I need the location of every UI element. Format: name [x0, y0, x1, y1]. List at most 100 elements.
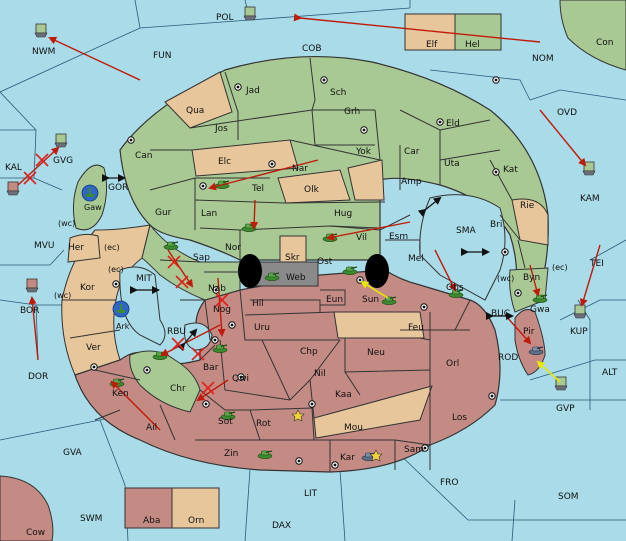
province-olk[interactable]	[277, 169, 351, 204]
svg-text:Chp: Chp	[300, 347, 318, 357]
svg-text:BOR: BOR	[20, 306, 39, 316]
svg-text:DOR: DOR	[28, 372, 48, 382]
svg-text:RBU: RBU	[167, 327, 186, 337]
svg-text:FRO: FRO	[440, 478, 459, 488]
province-cow[interactable]	[0, 475, 54, 541]
svg-text:Lan: Lan	[201, 209, 217, 219]
province-rie[interactable]	[511, 198, 549, 246]
svg-text:Skr: Skr	[285, 253, 300, 263]
svg-text:Elf: Elf	[426, 40, 438, 50]
svg-text:SWM: SWM	[80, 514, 102, 524]
svg-text:COB: COB	[302, 44, 322, 54]
svg-text:Nog: Nog	[213, 305, 231, 315]
svg-text:Byn: Byn	[523, 273, 540, 283]
svg-text:(wc): (wc)	[497, 274, 514, 283]
province-feu[interactable]	[333, 311, 425, 339]
svg-text:Tel: Tel	[251, 184, 264, 194]
province-aba[interactable]	[124, 487, 173, 529]
svg-text:Gwa: Gwa	[530, 305, 550, 315]
svg-text:Ail: Ail	[146, 423, 157, 433]
svg-text:Chr: Chr	[170, 384, 186, 394]
svg-text:Bri: Bri	[490, 220, 502, 230]
svg-text:Ark: Ark	[116, 322, 130, 331]
svg-text:Jad: Jad	[245, 86, 260, 96]
svg-text:NWM: NWM	[32, 47, 55, 57]
province-labels: POL FUN COB NWM NOM Con Elf Hel OVD KAM …	[5, 13, 618, 538]
svg-text:GOR: GOR	[108, 183, 128, 193]
svg-text:GVG: GVG	[53, 156, 73, 166]
svg-text:Qua: Qua	[186, 106, 204, 116]
svg-text:Amp: Amp	[401, 177, 422, 187]
svg-text:Ost: Ost	[317, 257, 333, 267]
svg-text:OVD: OVD	[557, 108, 577, 118]
svg-text:(wc): (wc)	[54, 291, 71, 300]
svg-text:Nar: Nar	[292, 164, 308, 174]
svg-text:ALT: ALT	[602, 368, 618, 378]
province-her-tan[interactable]	[67, 233, 101, 263]
svg-text:Kar: Kar	[340, 453, 355, 463]
province-hel[interactable]	[454, 13, 502, 51]
svg-text:Uta: Uta	[444, 159, 460, 169]
svg-text:Hel: Hel	[465, 40, 480, 50]
svg-text:NOM: NOM	[532, 54, 554, 64]
svg-text:Jos: Jos	[214, 124, 228, 134]
svg-text:Sap: Sap	[193, 253, 210, 263]
svg-text:SMA: SMA	[456, 226, 476, 236]
svg-text:Obs: Obs	[446, 283, 464, 293]
svg-text:Cow: Cow	[26, 528, 45, 538]
svg-text:Kat: Kat	[503, 165, 518, 175]
svg-text:Esm: Esm	[389, 232, 408, 242]
svg-text:GVP: GVP	[556, 404, 575, 414]
province-mou[interactable]	[313, 385, 433, 439]
svg-text:KUP: KUP	[570, 327, 588, 337]
svg-text:Orn: Orn	[188, 516, 204, 526]
svg-text:MVU: MVU	[34, 241, 55, 251]
svg-text:Rot: Rot	[256, 419, 271, 429]
svg-text:TEI: TEI	[589, 259, 604, 269]
province-orn[interactable]	[171, 487, 220, 529]
svg-text:Rie: Rie	[520, 201, 535, 211]
svg-text:Nab: Nab	[208, 284, 226, 294]
svg-text:Neu: Neu	[367, 348, 385, 358]
svg-text:Can: Can	[135, 151, 153, 161]
svg-text:BUC: BUC	[491, 309, 510, 319]
sea-sma[interactable]	[419, 194, 506, 301]
svg-text:Sot: Sot	[218, 417, 233, 427]
svg-text:DAX: DAX	[272, 521, 291, 531]
svg-text:Feu: Feu	[408, 323, 424, 333]
svg-text:GVA: GVA	[63, 448, 83, 458]
svg-text:KAM: KAM	[580, 194, 600, 204]
svg-text:MIT: MIT	[136, 274, 152, 284]
province-qua[interactable]	[164, 71, 233, 129]
svg-text:ROD: ROD	[498, 353, 518, 363]
svg-text:Yok: Yok	[355, 147, 372, 157]
svg-text:LIT: LIT	[304, 489, 318, 499]
svg-text:Web: Web	[286, 273, 306, 283]
svg-text:Ver: Ver	[86, 343, 101, 353]
svg-text:Uru: Uru	[254, 323, 270, 333]
svg-text:POL: POL	[216, 13, 234, 23]
svg-text:(ec): (ec)	[108, 265, 124, 274]
svg-text:Ken: Ken	[112, 389, 129, 399]
svg-text:Olk: Olk	[304, 185, 320, 195]
lake-west	[238, 254, 262, 288]
svg-text:Elc: Elc	[218, 157, 231, 167]
svg-text:Nil: Nil	[314, 369, 326, 379]
svg-text:Los: Los	[452, 413, 467, 423]
svg-text:Qwi: Qwi	[232, 374, 249, 384]
movement-indicators	[102, 174, 514, 352]
province-con[interactable]	[559, 0, 626, 71]
svg-text:Mou: Mou	[344, 423, 363, 433]
svg-text:FUN: FUN	[153, 51, 172, 61]
svg-text:Kaa: Kaa	[335, 390, 352, 400]
svg-text:Grh: Grh	[344, 107, 360, 117]
svg-text:Bar: Bar	[203, 363, 219, 373]
province-yok-tan[interactable]	[347, 159, 385, 201]
svg-text:Her: Her	[68, 243, 84, 253]
lake-east	[365, 254, 389, 288]
svg-text:Kor: Kor	[80, 283, 95, 293]
svg-text:Car: Car	[404, 147, 420, 157]
svg-text:(ec): (ec)	[104, 243, 120, 252]
svg-text:(ec): (ec)	[552, 263, 568, 272]
